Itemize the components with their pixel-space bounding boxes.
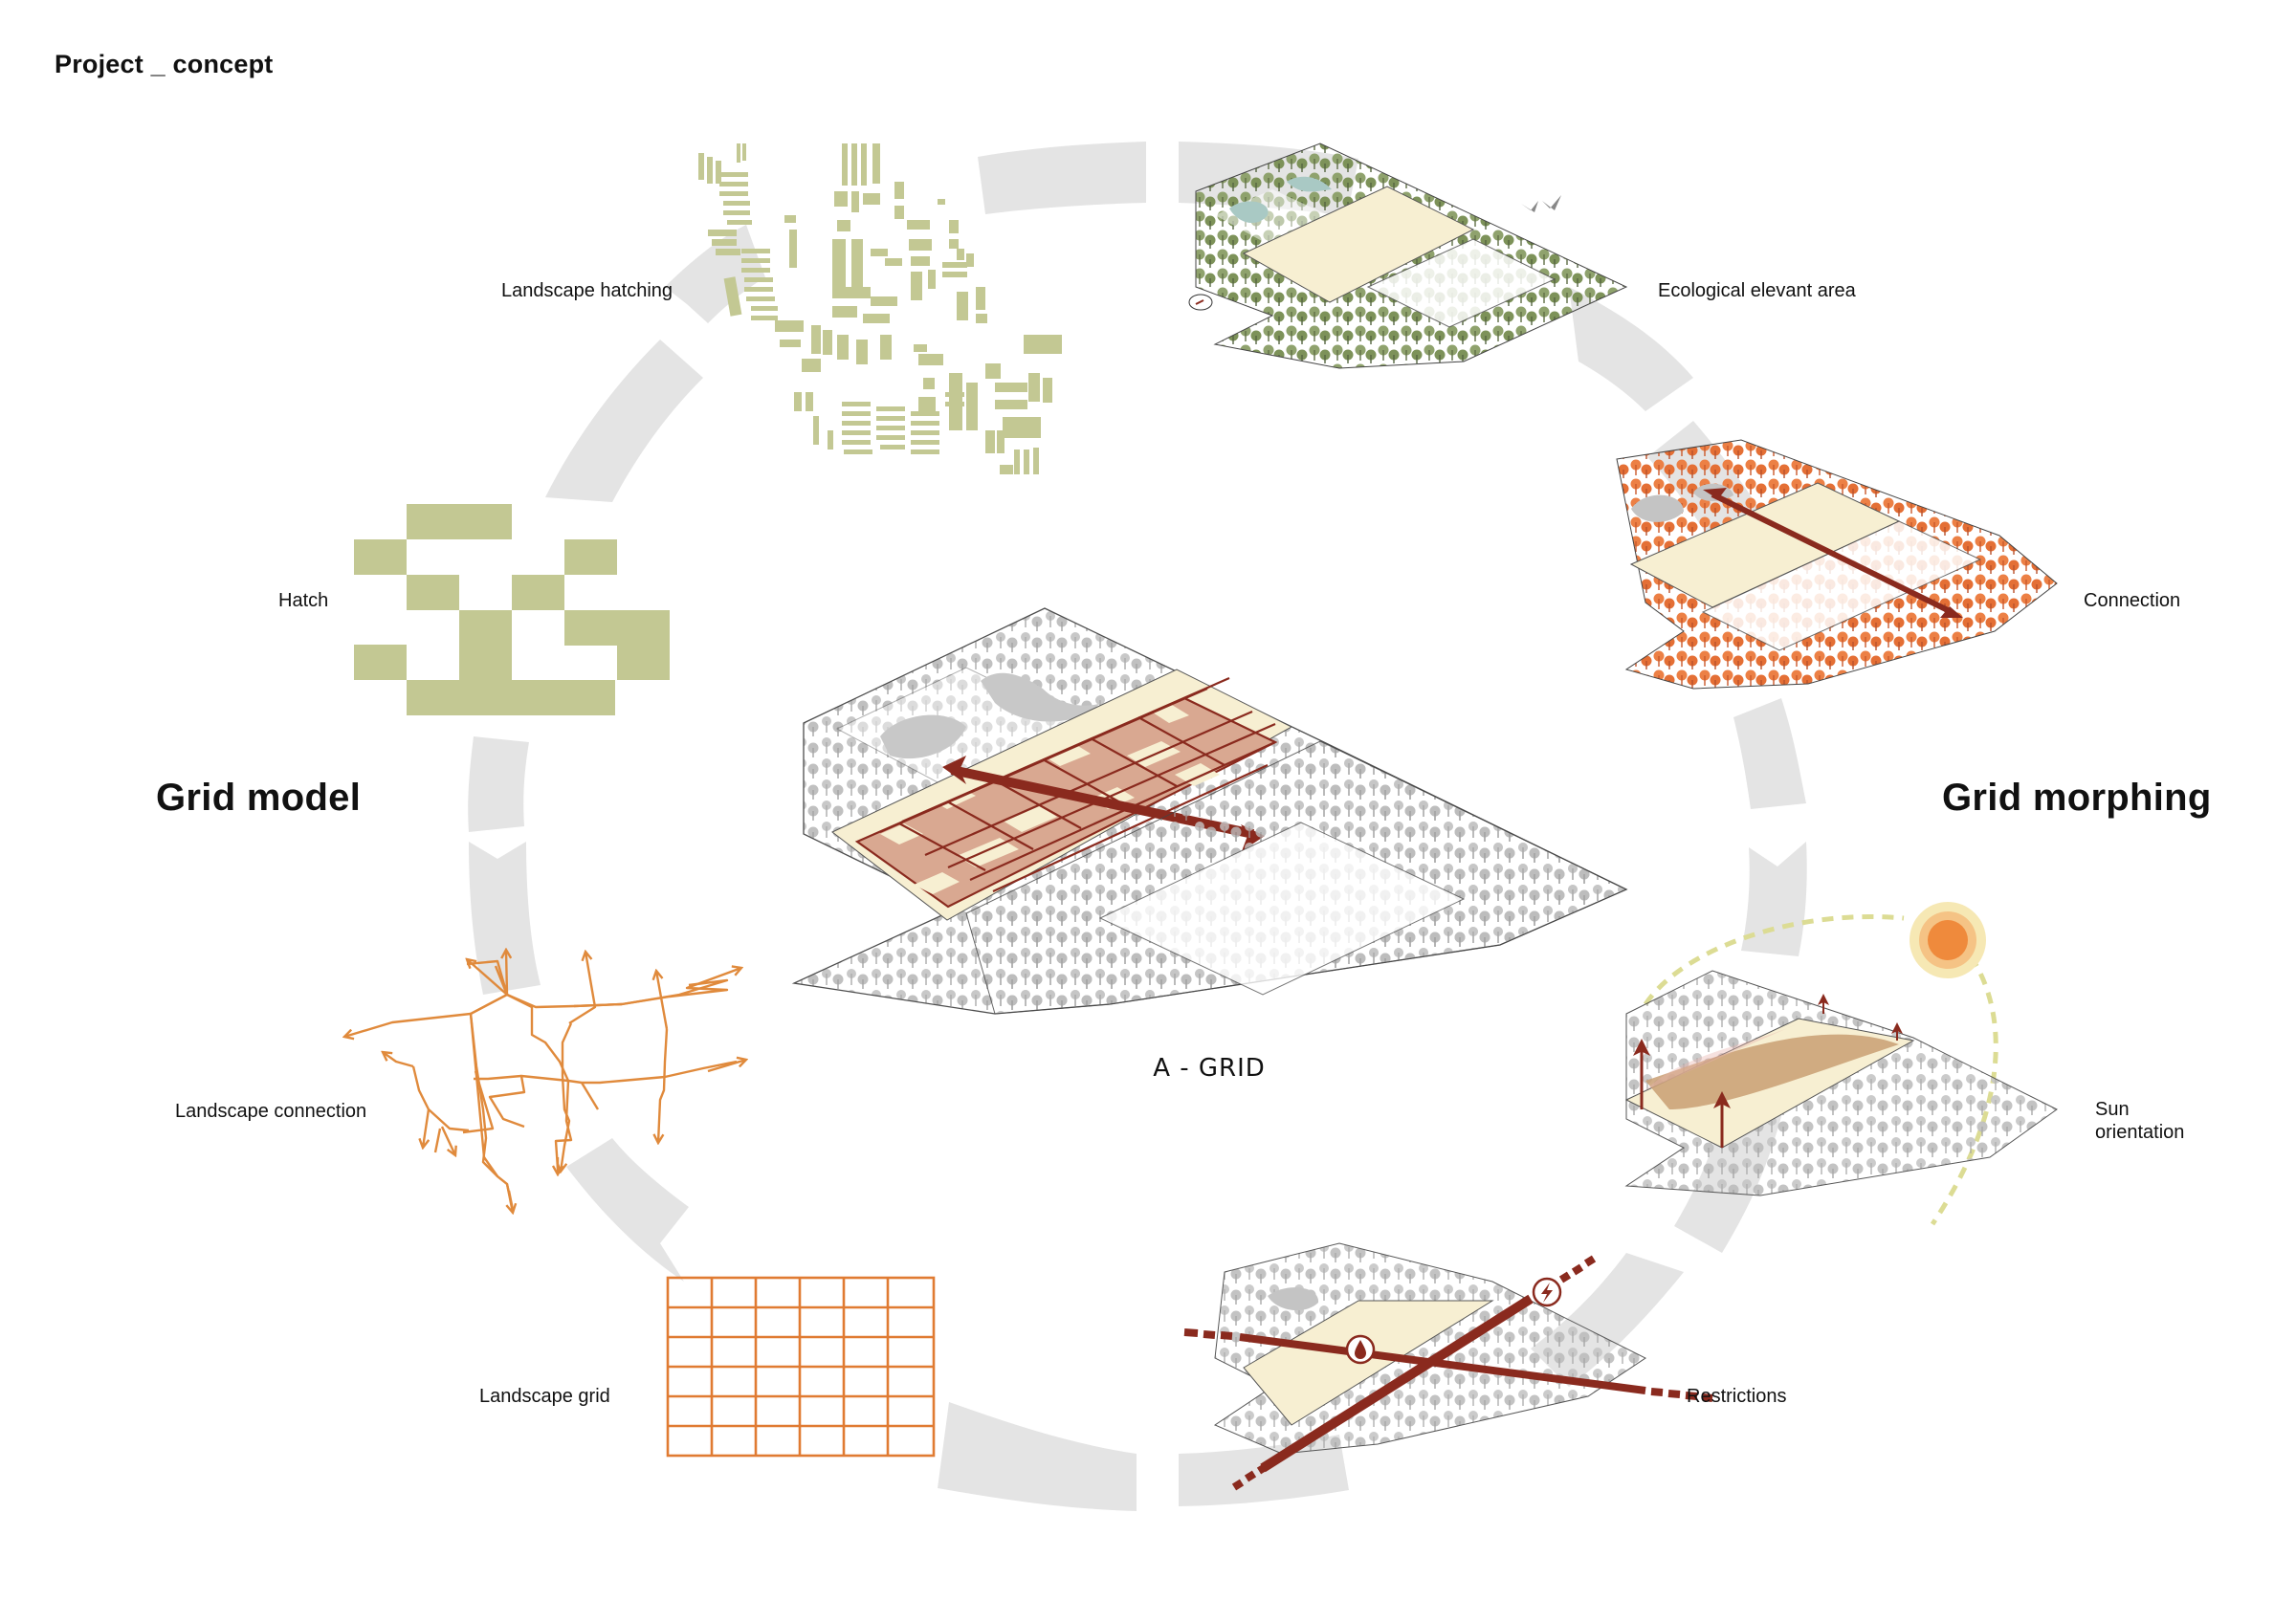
label-sun-line2: orientation (2095, 1122, 2185, 1143)
restrictions-graphic (1183, 1242, 1713, 1491)
sun-icon (1910, 902, 1986, 978)
birds-icon (1521, 195, 1561, 212)
section-title-grid-model: Grid model (156, 777, 362, 819)
a-grid-label: A - GRID (1153, 1054, 1266, 1083)
ecological-area-graphic (1188, 143, 1628, 369)
label-restrictions: Restrictions (1687, 1386, 1787, 1407)
landscape-connection-graphic (344, 950, 746, 1213)
section-title-grid-morphing: Grid morphing (1942, 777, 2212, 819)
connection-graphic (1616, 439, 2058, 690)
label-sun-line1: Sun (2095, 1099, 2130, 1120)
label-landscape-connection: Landscape connection (175, 1101, 367, 1122)
landscape-hatching-graphic (698, 143, 1062, 474)
lightning-icon (1532, 1277, 1562, 1307)
label-ecological-area: Ecological elevant area (1658, 280, 1856, 301)
label-connection: Connection (2084, 590, 2181, 611)
label-landscape-hatching: Landscape hatching (501, 280, 673, 301)
hatch-graphic (354, 504, 670, 715)
label-landscape-grid: Landscape grid (479, 1386, 610, 1407)
landscape-grid-graphic (666, 1276, 936, 1458)
label-sun-orientation: Sun orientation (2095, 1098, 2184, 1144)
sun-orientation-graphic (1624, 913, 2058, 1226)
label-hatch: Hatch (278, 590, 329, 611)
water-drop-icon (1345, 1334, 1376, 1365)
page-title: Project _ concept (55, 50, 274, 78)
a-grid-site-plan (791, 607, 1628, 1015)
